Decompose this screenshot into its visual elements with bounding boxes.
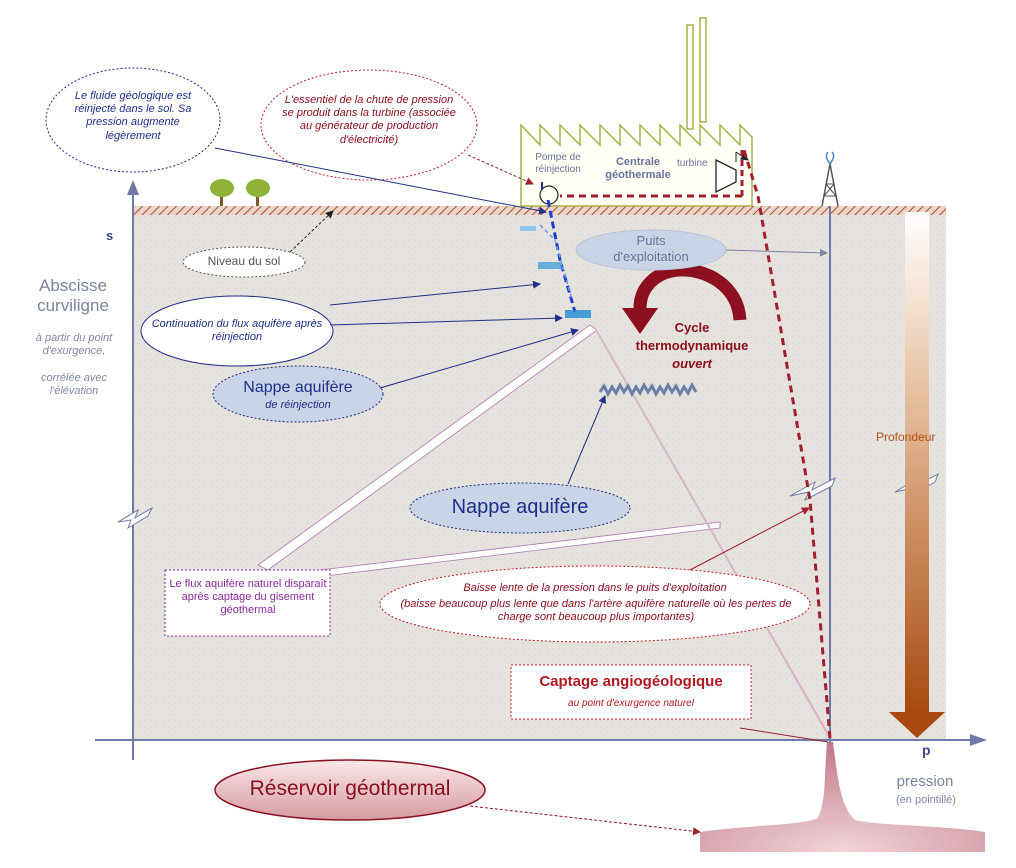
trees-icon	[210, 179, 270, 206]
p-axis-label: p	[922, 742, 931, 758]
pression-sub: (en pointillé)	[896, 794, 956, 806]
abscisse-sub1: à partir du point d'exurgence,	[35, 332, 113, 358]
abscisse-title: Abscisse curviligne	[37, 276, 109, 316]
callout-captage-title: Captage angiogéologique	[539, 673, 723, 690]
callout-baisse-text2: (baisse beaucoup plus lente que dans l'a…	[400, 598, 792, 624]
cycle-line3: ouvert	[672, 356, 712, 371]
callout-nappe-shape	[409, 482, 631, 534]
depth-arrow-shaft	[905, 212, 929, 712]
callout-nappe-reinj-sub: de réinjection	[265, 399, 331, 411]
callout-niveau-text: Niveau du sol	[207, 254, 281, 268]
aquifer-wave	[598, 381, 698, 398]
cycle-arrow	[633, 263, 747, 321]
plant-centrale-label: Centrale géothermale	[605, 156, 671, 182]
power-plant-icon	[520, 17, 753, 207]
s-axis-label: s	[106, 228, 114, 243]
callout-reservoir-shape	[214, 759, 486, 821]
cycle-line1: Cycle	[674, 320, 710, 335]
callout-nappe-reinj-title: Nappe aquifère	[243, 379, 353, 396]
depth-arrow-head	[889, 712, 945, 738]
callout-fluide-shape	[45, 67, 221, 173]
callout-baisse-shape	[379, 565, 811, 643]
reservoir-plume	[700, 742, 985, 852]
callout-flux-text: Le flux aquifère naturel disparaît après…	[169, 578, 327, 617]
callout-nappe-text: Nappe aquifère	[451, 496, 589, 518]
callout-chute-text: L'essentiel de la chute de pression se p…	[282, 94, 456, 146]
profondeur-label: Profondeur	[876, 430, 936, 444]
callout-captage-sub: au point d'exurgence naturel	[568, 698, 694, 709]
drilling-tower-icon	[821, 151, 839, 207]
cycle-line2: thermodynamique	[635, 338, 749, 353]
callout-chute-shape	[260, 69, 478, 181]
s-axis-break	[117, 506, 154, 530]
callout-flux-shape	[164, 569, 331, 637]
pression-title: pression	[896, 773, 954, 790]
callout-captage-shape	[510, 664, 752, 720]
reinjection-curve	[546, 199, 577, 313]
abscisse-sub2: corrélée avec l'élévation	[40, 372, 108, 398]
callout-baisse-text1: Baisse lente de la pression dans le puit…	[463, 582, 727, 594]
plant-pompe-label: Pompe de réinjection	[535, 152, 581, 175]
callout-fluide-text: Le fluide géologique est réinjecté dans …	[74, 90, 192, 142]
plant-turbine-label: turbine	[677, 158, 708, 169]
callout-continuation-shape	[140, 295, 334, 367]
callout-niveau-shape	[182, 246, 306, 278]
callout-continuation-text: Continuation du flux aquifère après réin…	[151, 318, 323, 344]
callout-nappe-reinj-shape	[212, 365, 384, 423]
callout-puits-text: Puits d'exploitation	[613, 233, 689, 264]
callout-reservoir-text: Réservoir géothermal	[249, 777, 451, 800]
